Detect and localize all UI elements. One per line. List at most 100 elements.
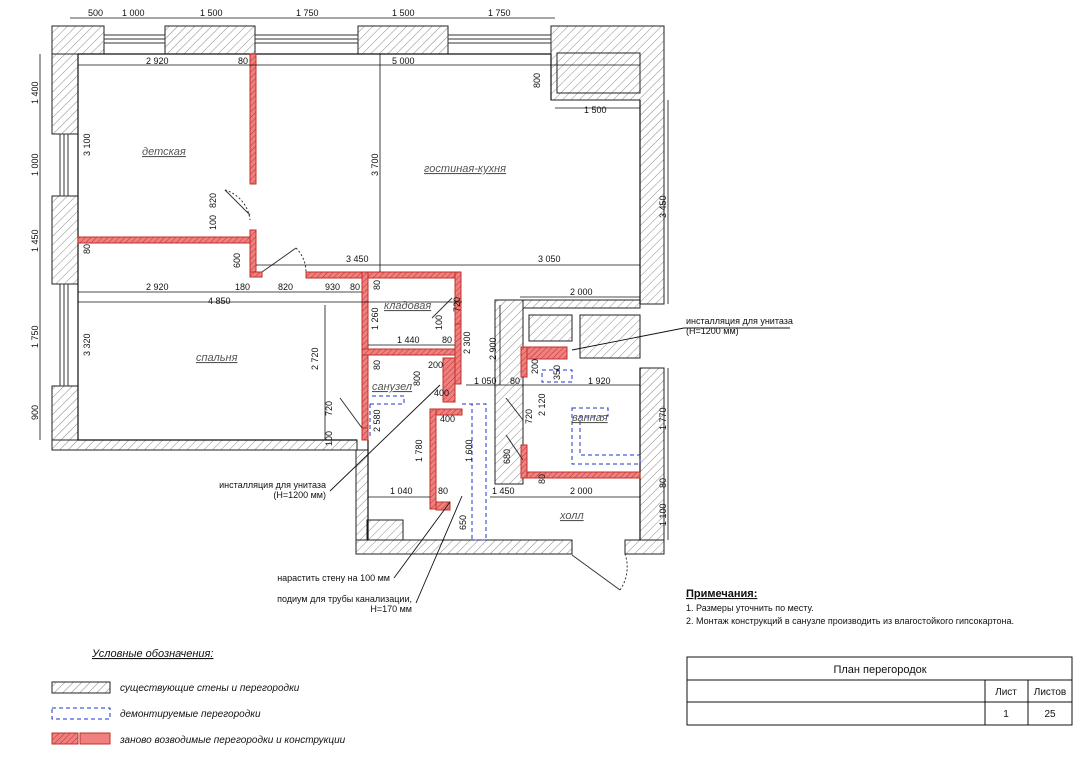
dim-930: 930 xyxy=(325,282,340,292)
callout-leaders xyxy=(329,327,790,604)
dim-200-a: 200 xyxy=(428,360,443,370)
dim-400-b: 400 xyxy=(440,414,455,424)
legend-swatch-new-solid xyxy=(79,732,111,745)
dim-top-1750a: 1 750 xyxy=(296,8,319,18)
dim-3050: 3 050 xyxy=(538,254,561,264)
dim-3450: 3 450 xyxy=(346,254,369,264)
room-bedroom: спальня xyxy=(196,352,238,364)
dim-680: 680 xyxy=(502,449,512,464)
dim-2300: 2 300 xyxy=(462,331,472,354)
dim-1770: 1 770 xyxy=(658,407,668,430)
dim-1500: 1 500 xyxy=(584,105,607,115)
dim-left-1400: 1 400 xyxy=(30,81,40,104)
dim-200-b: 200 xyxy=(530,359,540,374)
dim-80-i: 80 xyxy=(658,478,668,488)
room-hall: холл xyxy=(559,510,584,522)
dim-2000-b: 2 000 xyxy=(570,486,593,496)
legend-title: Условные обозначения: xyxy=(91,648,213,660)
dim-820: 820 xyxy=(208,193,218,208)
legend-swatch-existing xyxy=(51,681,111,694)
dim-80-h: 80 xyxy=(438,486,448,496)
title-block-title: План перегородок xyxy=(833,664,926,676)
legend-swatch-new-hatched xyxy=(51,732,79,745)
dim-top-1500a: 1 500 xyxy=(200,8,223,18)
new-walls xyxy=(77,53,641,511)
dim-3100: 3 100 xyxy=(82,133,92,156)
dim-80-c: 80 xyxy=(372,280,382,290)
dim-2580: 2 580 xyxy=(372,409,382,432)
dim-top-1500b: 1 500 xyxy=(392,8,415,18)
room-wc: санузел xyxy=(372,381,412,393)
title-block: План перегородок Лист Листов 1 25 xyxy=(686,656,1073,726)
dim-1600: 1 600 xyxy=(464,439,474,462)
dim-3700: 3 700 xyxy=(370,153,380,176)
dim-1440: 1 440 xyxy=(397,335,420,345)
dim-100: 100 xyxy=(208,215,218,230)
dim-80-g: 80 xyxy=(537,474,547,484)
room-labels: детская гостиная-кухня спальня кладовая … xyxy=(142,146,608,522)
dimension-lines xyxy=(39,17,669,540)
dim-3450-vertical: 3 450 xyxy=(658,195,668,218)
dim-2000-a: 2 000 xyxy=(570,287,593,297)
legend-label-demolished: демонтируемые перегородки xyxy=(120,709,261,720)
dim-1040: 1 040 xyxy=(390,486,413,496)
dimension-labels: 500 1 000 1 500 1 750 1 500 1 750 2 920 … xyxy=(30,8,668,530)
dim-100-b: 100 xyxy=(434,315,444,330)
dim-1450: 1 450 xyxy=(492,486,515,496)
dim-top-500: 500 xyxy=(88,8,103,18)
dim-1100: 1 100 xyxy=(658,503,668,526)
dim-600: 600 xyxy=(232,253,242,268)
dim-650: 650 xyxy=(458,515,468,530)
dim-left-1750: 1 750 xyxy=(30,325,40,348)
dim-180: 180 xyxy=(235,282,250,292)
dim-800: 800 xyxy=(532,73,542,88)
callout-podium: подиум для трубы канализации, xyxy=(277,594,412,604)
dim-1920: 1 920 xyxy=(588,376,611,386)
room-children: детская xyxy=(142,146,186,158)
dim-1260: 1 260 xyxy=(370,307,380,330)
legend-label-new: заново возводимые перегородки и конструк… xyxy=(119,735,346,746)
dim-5000: 5 000 xyxy=(392,56,415,66)
legend: Условные обозначения: существующие стены… xyxy=(51,648,346,746)
dim-80-d: 80 xyxy=(442,335,452,345)
callout-installation-right: инсталляция для унитаза xyxy=(686,316,793,326)
dim-720-c: 720 xyxy=(524,409,534,424)
callout-installation-left: инсталляция для унитаза xyxy=(219,480,326,490)
legend-label-existing: существующие стены и перегородки xyxy=(120,683,300,694)
dim-2920-b: 2 920 xyxy=(146,282,169,292)
title-block-sheet: 1 xyxy=(1003,709,1009,720)
dim-4850: 4 850 xyxy=(208,296,231,306)
callout-extend-wall: нарастить стену на 100 мм xyxy=(277,573,390,583)
notes: Примечания: 1. Размеры уточнить по месту… xyxy=(686,588,1014,626)
dim-820-b: 820 xyxy=(278,282,293,292)
dim-720-a: 720 xyxy=(452,297,462,312)
callouts: инсталляция для унитаза (Н=1200 мм) инст… xyxy=(219,316,793,614)
room-living-kitchen: гостиная-кухня xyxy=(424,163,506,175)
room-bathroom: ванная xyxy=(572,412,608,424)
dim-3320: 3 320 xyxy=(82,333,92,356)
legend-swatch-demolished xyxy=(51,707,111,720)
dim-top-1750b: 1 750 xyxy=(488,8,511,18)
room-storage: кладовая xyxy=(384,300,431,312)
notes-title: Примечания: xyxy=(686,588,757,600)
callout-installation-left-height: (Н=1200 мм) xyxy=(273,490,326,500)
note-item-2: 2. Монтаж конструкций в санузле производ… xyxy=(686,616,1014,626)
dim-100-c: 100 xyxy=(324,431,334,446)
dim-720-b: 720 xyxy=(324,401,334,416)
note-item-1: 1. Размеры уточнить по месту. xyxy=(686,603,814,613)
dim-2920: 2 920 xyxy=(146,56,169,66)
dim-left-1450: 1 450 xyxy=(30,229,40,252)
callout-podium-height: Н=170 мм xyxy=(370,604,412,614)
dim-400-a: 400 xyxy=(434,388,449,398)
dim-80-f: 80 xyxy=(510,376,520,386)
dim-2900: 2 900 xyxy=(488,337,498,360)
demolished-partitions xyxy=(369,369,641,541)
dim-350: 350 xyxy=(552,365,562,380)
dim-top-1000: 1 000 xyxy=(122,8,145,18)
callout-installation-right-height: (Н=1200 мм) xyxy=(686,326,739,336)
dim-left-900: 900 xyxy=(30,405,40,420)
dim-80-e: 80 xyxy=(372,360,382,370)
title-block-sheets: 25 xyxy=(1044,709,1056,720)
windows xyxy=(59,34,552,387)
dim-1780: 1 780 xyxy=(414,439,424,462)
